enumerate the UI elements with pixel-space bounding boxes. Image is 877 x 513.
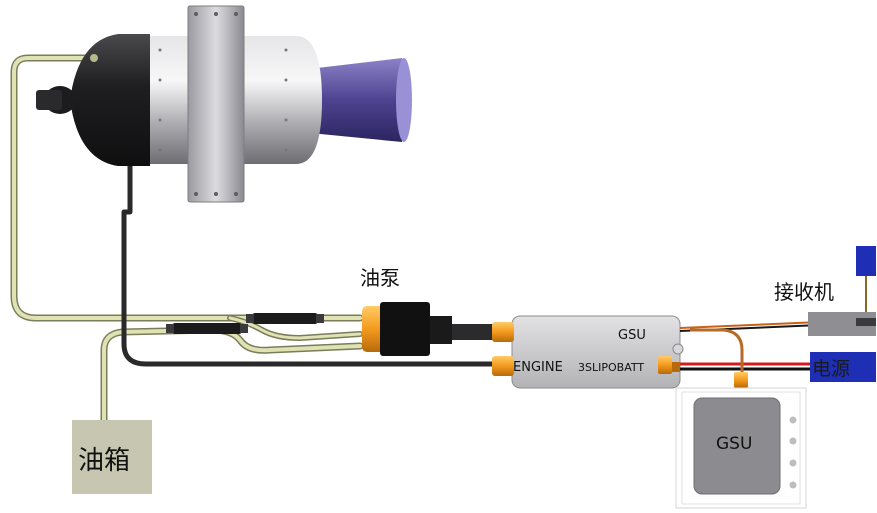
- fuel-line-engine-to-pump: [10, 54, 364, 322]
- turbine-engine: [36, 5, 412, 203]
- gsu-cable: [690, 328, 748, 388]
- ecu-engine-port-label: ENGINE: [513, 360, 563, 375]
- tank-label: 油箱: [78, 446, 131, 476]
- power-battery: [810, 352, 876, 382]
- pump-label: 油泵: [360, 266, 400, 290]
- ecu-controller: [492, 315, 684, 389]
- fuel-filter-1: [166, 323, 248, 334]
- ecu-gsu-port-label: GSU: [618, 328, 646, 343]
- power-label: 电源: [812, 358, 851, 380]
- ecu-batt-port-label: 3SLIPOBATT: [578, 361, 645, 374]
- receiver-module: [808, 246, 876, 336]
- gsu-unit-label: GSU: [716, 434, 753, 454]
- pump-power-cable: [452, 324, 498, 340]
- battery-cable: [680, 362, 810, 371]
- fuel-filter-2: [246, 313, 324, 324]
- engine-signal-cable: [121, 145, 503, 367]
- fuel-pump: [362, 302, 452, 356]
- fuel-line-tank-to-pump: [100, 326, 364, 424]
- gsu-unit: [675, 387, 807, 509]
- fuel-tank: [72, 420, 152, 494]
- receiver-label: 接收机: [774, 280, 834, 304]
- fuel-line-return-loop: [227, 315, 363, 342]
